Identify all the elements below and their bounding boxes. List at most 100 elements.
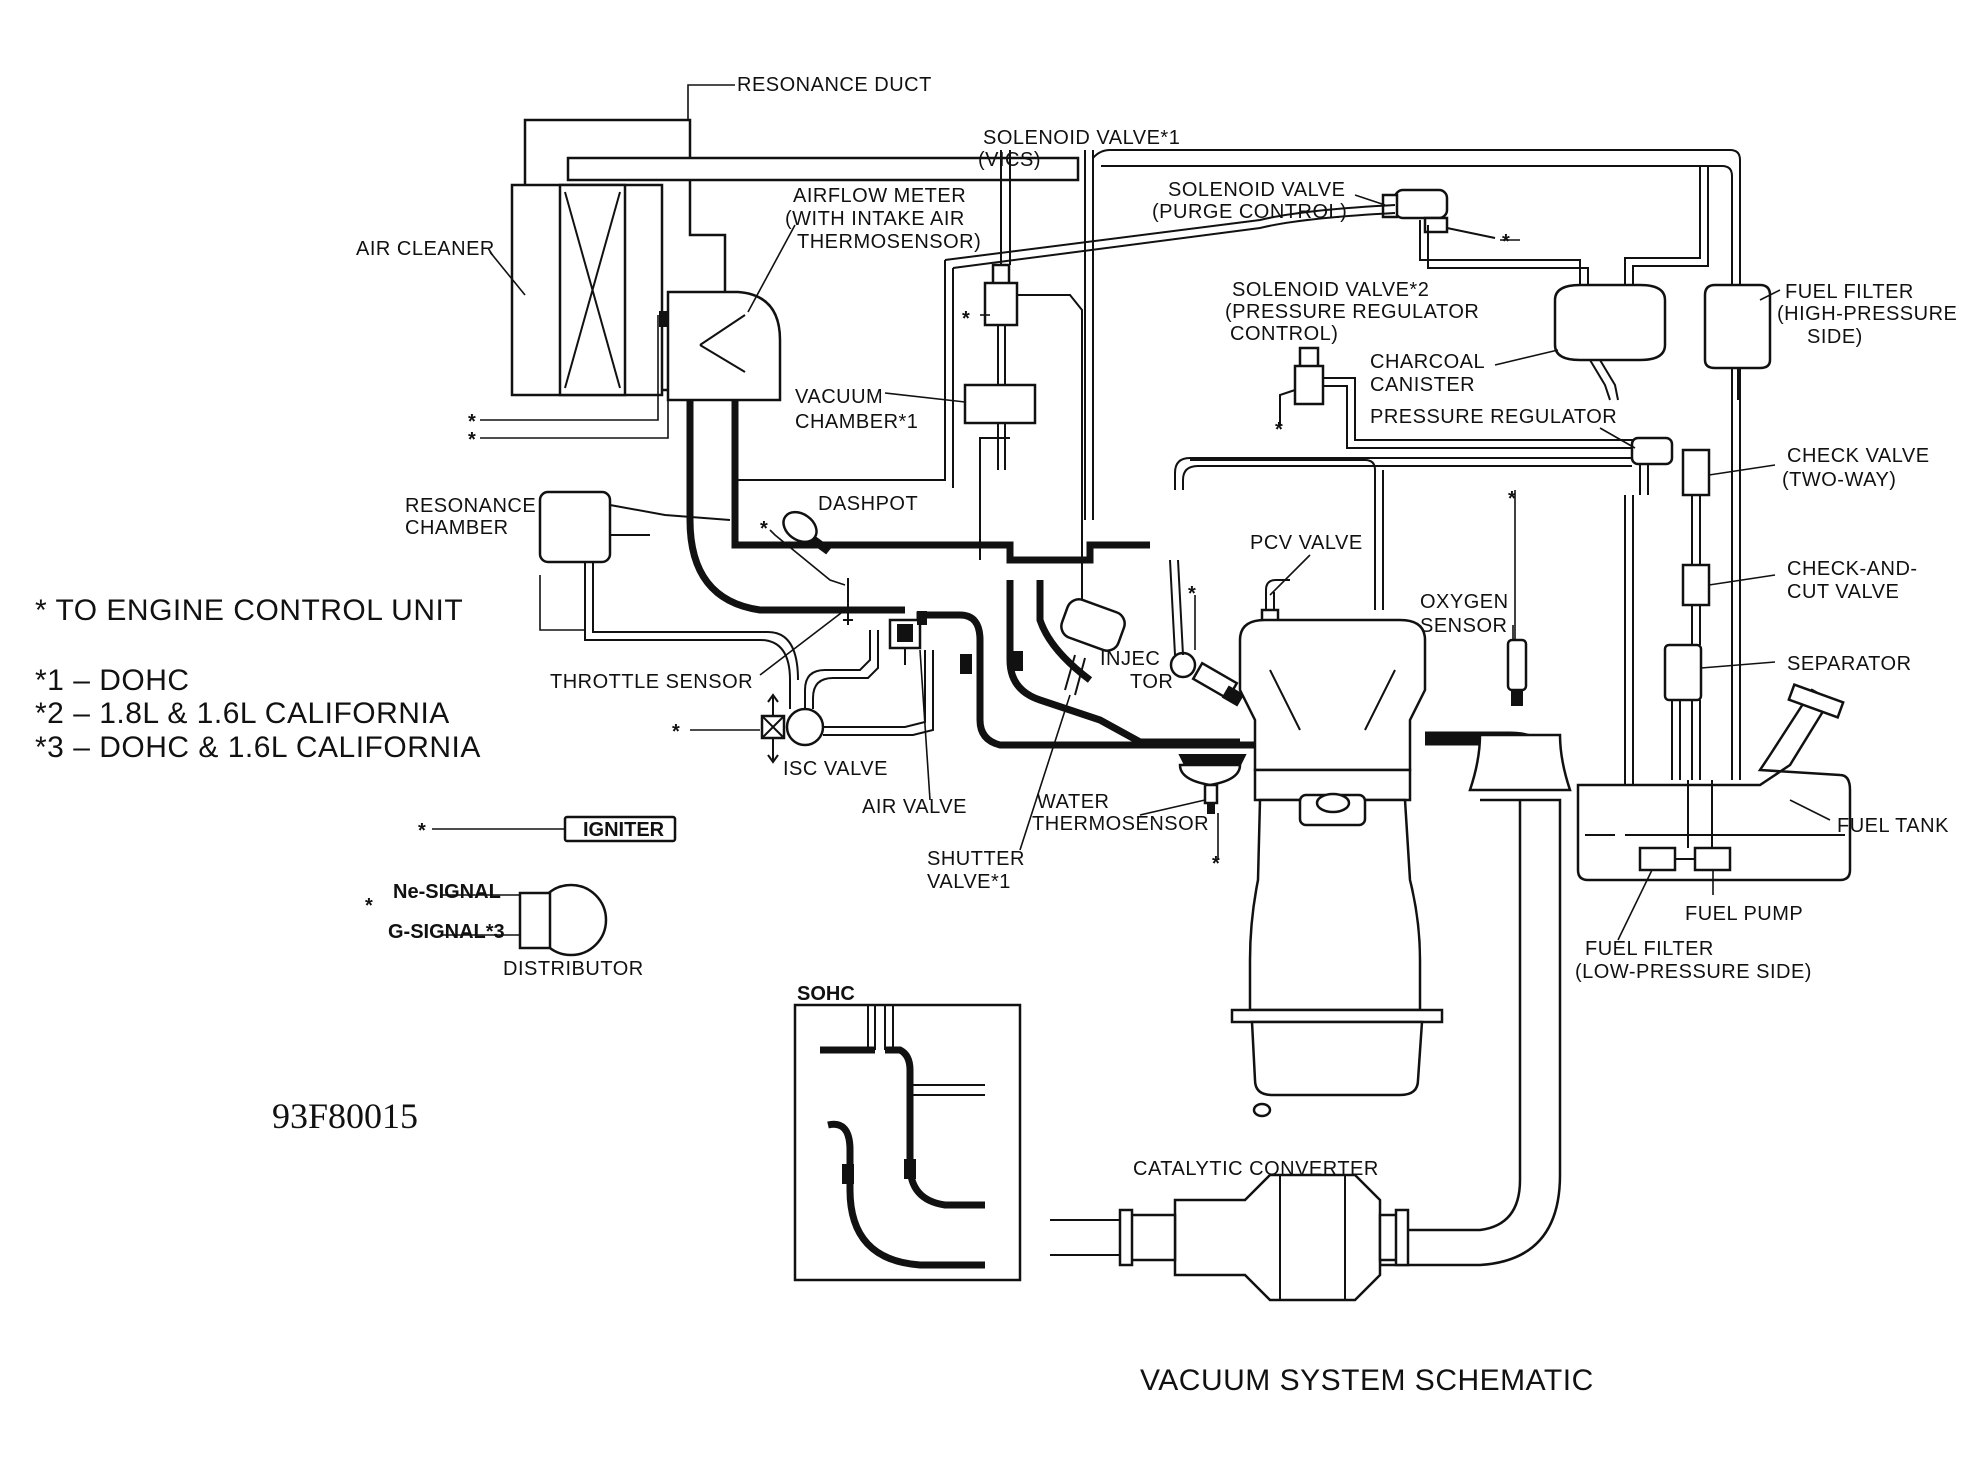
label-fuel-filter-hp-3: SIDE)	[1807, 326, 1863, 348]
label-igniter: IGNITER	[583, 819, 665, 841]
label-check-valve-2: (TWO-WAY)	[1782, 469, 1896, 491]
resonance-chamber	[538, 490, 731, 564]
label-injector-2: TOR	[1130, 671, 1173, 693]
label-distributor: DISTRIBUTOR	[503, 958, 644, 980]
label-fuel-pump: FUEL PUMP	[1685, 903, 1803, 925]
label-pcv-valve: PCV VALVE	[1250, 532, 1363, 554]
label-vacuum-chamber-1: VACUUM	[795, 386, 883, 408]
asterisk-7: *	[1508, 488, 1516, 510]
label-pressure-regulator: PRESSURE REGULATOR	[1370, 406, 1617, 428]
asterisk-2: *	[468, 429, 476, 451]
figure-id: 93F80015	[272, 1096, 418, 1136]
label-injector-1: INJEC	[1100, 648, 1160, 670]
airflow-meter	[659, 290, 782, 402]
label-air-valve: AIR VALVE	[862, 796, 967, 818]
label-fuel-filter-hp-2: (HIGH-PRESSURE	[1777, 303, 1957, 325]
engine-block	[1230, 618, 1444, 1118]
label-sohc: SOHC	[797, 983, 855, 1005]
label-water-thermo-1: WATER	[1037, 791, 1110, 813]
throttle-body	[843, 578, 905, 625]
label-fuel-tank: FUEL TANK	[1837, 815, 1949, 837]
label-charcoal-2: CANISTER	[1370, 374, 1475, 396]
label-resonance-chamber-1: RESONANCE	[405, 495, 536, 517]
label-airflow-meter-3: THERMOSENSOR)	[797, 231, 981, 253]
label-vacuum-chamber-2: CHAMBER*1	[795, 411, 918, 433]
asterisk-1: *	[468, 411, 476, 433]
fuel-filter-high-pressure	[1703, 283, 1772, 400]
igniter	[563, 815, 677, 843]
legend-line-1: *1 – DOHC	[35, 664, 190, 697]
label-solenoid-prc-3: CONTROL)	[1230, 323, 1338, 345]
oxygen-sensor	[1506, 638, 1528, 706]
air-valve	[888, 611, 927, 665]
label-fuel-filter-lp-2: (LOW-PRESSURE SIDE)	[1575, 961, 1812, 983]
label-air-cleaner: AIR CLEANER	[356, 238, 495, 260]
label-isc-valve: ISC VALVE	[783, 758, 888, 780]
legend-line-3: *3 – DOHC & 1.6L CALIFORNIA	[35, 731, 481, 764]
label-ne-signal: Ne-SIGNAL	[393, 881, 501, 903]
fuel-tank	[1576, 682, 1852, 882]
charcoal-canister	[1419, 166, 1709, 401]
label-airflow-meter-1: AIRFLOW METER	[793, 185, 966, 207]
asterisk-10: *	[418, 820, 426, 842]
asterisk-8: *	[1188, 583, 1196, 605]
label-dashpot: DASHPOT	[818, 493, 918, 515]
label-shutter-1: SHUTTER	[927, 848, 1025, 870]
label-solenoid-prc-2: (PRESSURE REGULATOR	[1225, 301, 1479, 323]
asterisk-6: *	[760, 518, 768, 540]
label-solenoid-purge-2: (PURGE CONTROL)	[1152, 201, 1347, 223]
label-fuel-filter-lp-1: FUEL FILTER	[1585, 938, 1714, 960]
label-throttle-sensor: THROTTLE SENSOR	[550, 671, 753, 693]
catalytic-converter	[1050, 1173, 1410, 1302]
asterisk-11: *	[1212, 853, 1220, 875]
distributor	[440, 883, 608, 957]
label-separator: SEPARATOR	[1787, 653, 1912, 675]
ecu-leads	[432, 239, 1520, 860]
vacuum-chamber	[963, 325, 1037, 470]
asterisk-12: *	[365, 895, 373, 917]
asterisk-4: *	[1502, 231, 1510, 253]
legend-line-2: *2 – 1.8L & 1.6L CALIFORNIA	[35, 697, 450, 730]
label-check-cut-1: CHECK-AND-	[1787, 558, 1918, 580]
label-airflow-meter-2: (WITH INTAKE AIR	[785, 208, 965, 230]
label-solenoid-prc-1: SOLENOID VALVE*2	[1232, 279, 1429, 301]
sohc-inset	[793, 1003, 1022, 1282]
dashpot	[782, 510, 832, 555]
exhaust-manifold	[1378, 731, 1572, 1267]
label-check-cut-2: CUT VALVE	[1787, 581, 1899, 603]
label-shutter-2: VALVE*1	[927, 871, 1011, 893]
leader-lines	[489, 84, 1831, 941]
label-g-signal: G-SIGNAL*3	[388, 921, 505, 943]
solenoid-valve-prc	[1279, 346, 1640, 449]
label-resonance-duct: RESONANCE DUCT	[737, 74, 932, 96]
asterisk-3: *	[962, 308, 970, 330]
pressure-regulator	[1174, 436, 1674, 495]
diagram-caption: VACUUM SYSTEM SCHEMATIC	[1140, 1364, 1594, 1397]
label-solenoid-purge-1: SOLENOID VALVE	[1168, 179, 1345, 201]
label-charcoal-1: CHARCOAL	[1370, 351, 1485, 373]
label-oxygen-2: SENSOR	[1420, 615, 1507, 637]
air-cleaner	[510, 183, 664, 397]
label-resonance-chamber-2: CHAMBER	[405, 517, 509, 539]
water-thermosensor	[1178, 754, 1247, 814]
injector	[1169, 559, 1245, 707]
solenoid-valve-purge	[1381, 188, 1496, 239]
check-valve-two-way	[1681, 448, 1711, 565]
label-solenoid-vics-2: (VICS)	[978, 149, 1041, 171]
label-water-thermo-2: THERMOSENSOR	[1032, 813, 1209, 835]
label-fuel-filter-hp-1: FUEL FILTER	[1785, 281, 1914, 303]
label-check-valve-1: CHECK VALVE	[1787, 445, 1930, 467]
shutter-valve	[1060, 598, 1126, 696]
asterisk-5: *	[1275, 419, 1283, 441]
label-oxygen-1: OXYGEN	[1420, 591, 1509, 613]
asterisk-9: *	[672, 721, 680, 743]
solenoid-valve-vics	[983, 150, 1019, 327]
separator	[1663, 643, 1703, 780]
label-solenoid-vics-1: SOLENOID VALVE*1	[983, 127, 1180, 149]
legend: * TO ENGINE CONTROL UNIT *1 – DOHC *2 – …	[35, 594, 481, 764]
legend-line-0: * TO ENGINE CONTROL UNIT	[35, 594, 463, 627]
label-catalytic: CATALYTIC CONVERTER	[1133, 1158, 1379, 1180]
ecu-asterisks: * * * * * * * * * * * *	[365, 231, 1516, 917]
check-and-cut-valve	[1681, 563, 1711, 645]
